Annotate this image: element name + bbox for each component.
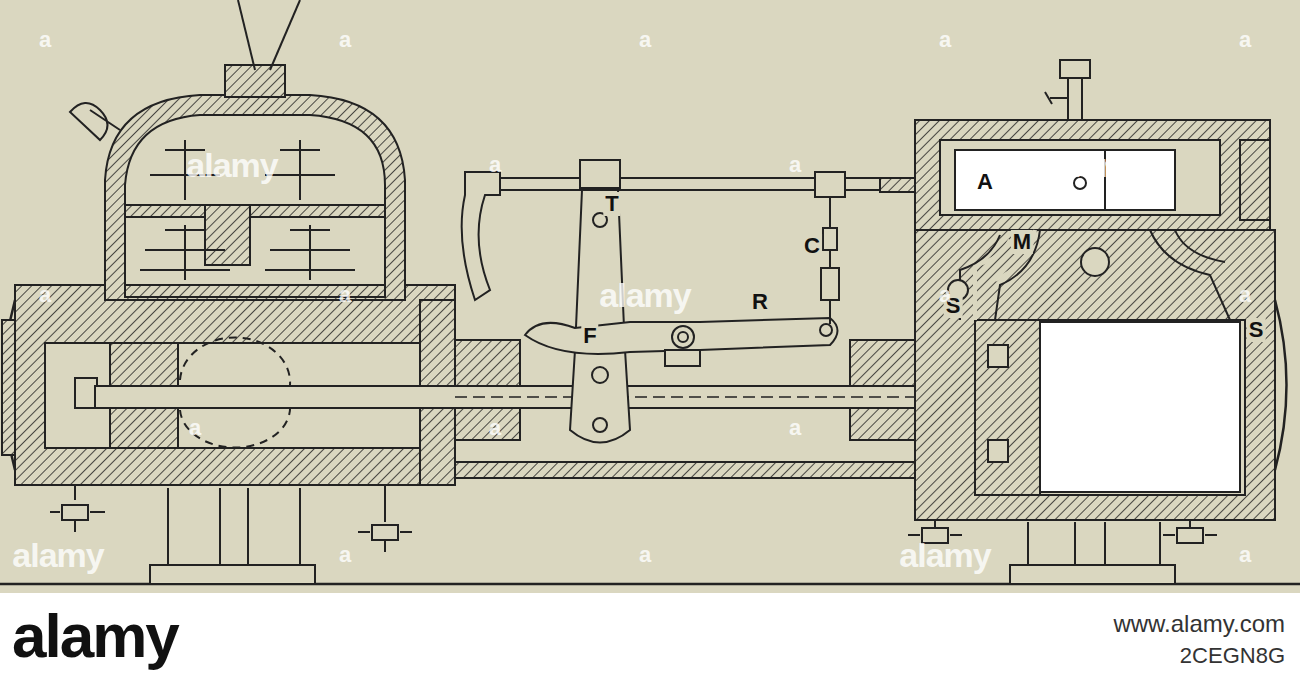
watermark-url: www.alamy.com	[1113, 612, 1285, 636]
part-letter: M	[1011, 230, 1033, 254]
watermark: a	[489, 417, 501, 439]
watermark: alamy	[12, 538, 103, 572]
watermark: a	[339, 544, 351, 566]
watermark: a	[489, 154, 501, 176]
watermark: a	[39, 29, 51, 51]
part-letter: S	[1247, 318, 1266, 342]
watermark: a	[189, 417, 201, 439]
watermark: a	[39, 284, 51, 306]
watermark: a	[1239, 284, 1251, 306]
watermark: alamy	[186, 148, 277, 182]
watermark: a	[339, 284, 351, 306]
watermark: a	[789, 154, 801, 176]
watermark: a	[639, 544, 651, 566]
watermark: a	[1089, 417, 1101, 439]
watermark: a	[339, 29, 351, 51]
watermark: alamy	[1054, 148, 1145, 182]
image-code: 2CEGN8G	[1180, 645, 1285, 667]
watermark: a	[639, 29, 651, 51]
background	[0, 0, 1300, 593]
part-letter: T	[603, 192, 620, 216]
watermark: a	[939, 284, 951, 306]
watermark: alamy	[899, 538, 990, 572]
part-letter: C	[802, 234, 822, 258]
drawing	[0, 0, 1300, 584]
watermark: alamy	[599, 278, 690, 312]
part-letter: F	[581, 324, 598, 348]
watermark: a	[789, 417, 801, 439]
part-letter: R	[750, 290, 770, 314]
watermark: a	[1239, 29, 1251, 51]
watermark: a	[1239, 544, 1251, 566]
watermark: a	[939, 29, 951, 51]
footer-bar	[0, 593, 1300, 683]
watermark-logo: alamy	[12, 605, 178, 667]
part-letter: A	[975, 170, 995, 194]
